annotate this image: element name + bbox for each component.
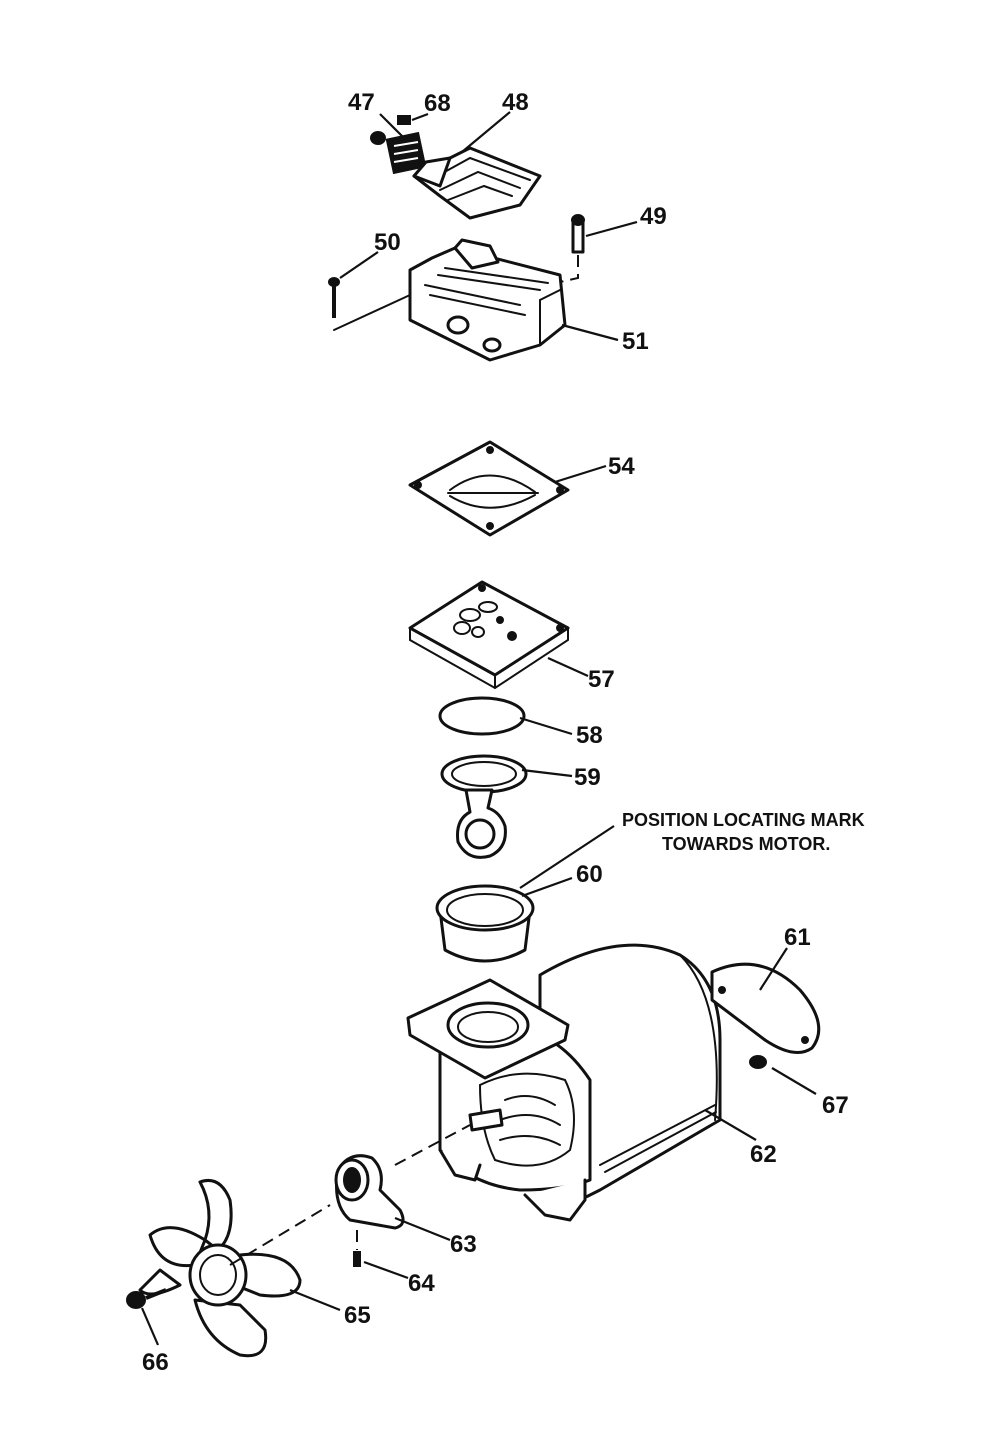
part-62-motor-housing	[406, 943, 722, 1222]
part-68-screw	[397, 115, 411, 125]
part-63-eccentric	[334, 1154, 405, 1230]
leader-lines	[140, 111, 817, 1346]
callout-66: 66	[142, 1349, 169, 1376]
part-66-bolt	[126, 1288, 167, 1309]
callout-60: 60	[576, 861, 603, 888]
callout-48: 48	[502, 89, 529, 116]
part-47-valve	[370, 131, 427, 175]
callout-64: 64	[408, 1270, 435, 1297]
part-64-set-screw	[353, 1230, 361, 1267]
callout-51: 51	[622, 328, 649, 355]
callout-50: 50	[374, 229, 401, 256]
callout-63: 63	[450, 1231, 477, 1258]
callout-57: 57	[588, 666, 615, 693]
callout-61: 61	[784, 924, 811, 951]
callout-58: 58	[576, 722, 603, 749]
part-60-sleeve	[435, 884, 535, 963]
part-65-fan	[138, 1179, 302, 1358]
part-61-cover-plate	[710, 962, 821, 1054]
callout-47: 47	[348, 89, 375, 116]
part-58-o-ring	[438, 696, 526, 736]
callout-54: 54	[608, 453, 635, 480]
part-59-piston-rod	[440, 754, 528, 859]
part-54-gasket	[408, 440, 570, 537]
note-line-2: TOWARDS MOTOR.	[662, 834, 830, 854]
part-51-cylinder-head	[408, 238, 567, 362]
callout-67: 67	[822, 1092, 849, 1119]
callout-62: 62	[750, 1141, 777, 1168]
callout-59: 59	[574, 764, 601, 791]
callout-labels: 47 68 48 49 50 51 54 57 58 59 60 61 62 6…	[142, 89, 849, 1376]
callout-49: 49	[640, 203, 667, 230]
shaft-centerline	[229, 1124, 471, 1266]
note-line-1: POSITION LOCATING MARK	[622, 810, 865, 830]
part-48-valve-cover	[412, 146, 542, 220]
callout-65: 65	[344, 1302, 371, 1329]
assembly-note: POSITION LOCATING MARK TOWARDS MOTOR.	[622, 810, 865, 854]
part-50-bolt	[328, 277, 411, 331]
part-49-fitting	[559, 214, 585, 283]
part-57-valve-plate	[408, 580, 570, 690]
callout-68: 68	[424, 90, 451, 117]
part-67-screw	[749, 1055, 767, 1069]
